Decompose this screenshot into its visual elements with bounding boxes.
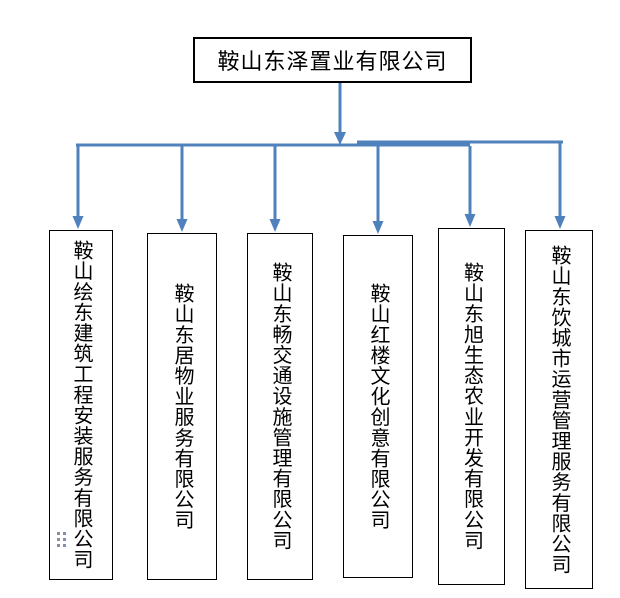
org-node-child-6: 鞍山东饮城市运营管理服务有限公司	[525, 230, 593, 589]
drop-arrow-down-5-icon	[464, 214, 476, 227]
drag-handle-dots-icon[interactable]	[57, 532, 66, 547]
org-node-root: 鞍山东泽置业有限公司	[193, 37, 472, 83]
org-node-child-1-label: 鞍山绘东建筑工程安装服务有限公司	[70, 240, 92, 570]
org-node-child-5: 鞍山东旭生态农业开发有限公司	[438, 228, 505, 585]
drop-arrow-down-1-icon	[72, 216, 84, 229]
drop-arrow-down-3-icon	[269, 219, 281, 232]
org-node-child-6-label: 鞍山东饮城市运营管理服务有限公司	[548, 244, 570, 575]
org-node-child-2-label: 鞍山东居物业服务有限公司	[171, 282, 193, 531]
org-node-child-1: 鞍山绘东建筑工程安装服务有限公司	[49, 230, 113, 580]
root-connector-arrow-down-icon	[334, 132, 346, 145]
org-node-child-4: 鞍山红楼文化创意有限公司	[343, 235, 413, 578]
org-node-child-3: 鞍山东畅交通设施管理有限公司	[247, 233, 313, 580]
org-node-child-3-label: 鞍山东畅交通设施管理有限公司	[269, 262, 291, 551]
org-node-child-2: 鞍山东居物业服务有限公司	[147, 233, 217, 580]
drop-arrow-down-2-icon	[176, 219, 188, 232]
org-node-root-label: 鞍山东泽置业有限公司	[217, 49, 448, 74]
drop-arrow-down-4-icon	[372, 221, 384, 234]
org-node-child-4-label: 鞍山红楼文化创意有限公司	[367, 282, 389, 531]
drop-arrow-down-6-icon	[554, 216, 566, 229]
org-node-child-5-label: 鞍山东旭生态农业开发有限公司	[460, 262, 483, 551]
